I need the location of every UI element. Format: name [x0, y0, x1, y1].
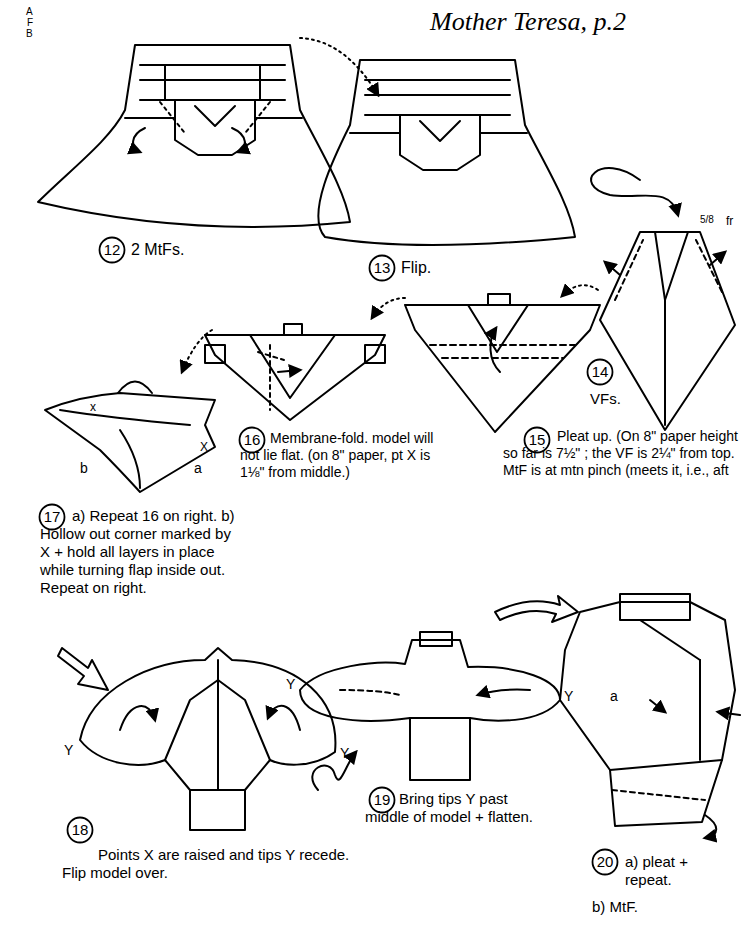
- step-number-circle: 18: [66, 816, 94, 844]
- tip-label: Y: [340, 745, 349, 762]
- step-12-figure: [38, 38, 378, 227]
- step-number: 12: [98, 236, 126, 264]
- tip-label: Y: [564, 688, 573, 705]
- hollow-arrow: [58, 648, 108, 690]
- step-caption: Pleat up. (On 8" paper height so far is …: [503, 428, 739, 478]
- step-number-circle: 12: [98, 236, 126, 264]
- step-caption: Membrane-fold. model will not lie flat. …: [240, 430, 435, 480]
- point-label: X: [200, 440, 208, 454]
- point-label: x: [90, 400, 96, 414]
- step-number: 20: [591, 848, 619, 876]
- step-number-circle: 13: [368, 254, 396, 282]
- page-mark: B: [26, 28, 33, 40]
- page-title: Mother Teresa, p.2: [430, 6, 626, 37]
- tip-label: Y: [286, 676, 295, 693]
- cut-off-text: fr: [726, 214, 733, 228]
- step-number: 18: [66, 816, 94, 844]
- step-15-figure: [405, 294, 600, 432]
- step-18-figure: [80, 648, 335, 830]
- step-caption: a) Repeat 16 on right. b) Hollow out cor…: [40, 507, 235, 597]
- step-caption: 2 MtFs.: [131, 240, 184, 259]
- page-mark: F: [27, 17, 33, 29]
- step-caption: Flip.: [401, 258, 431, 277]
- step-caption: b) MtF.: [592, 898, 638, 916]
- step-20-figure: [560, 594, 740, 838]
- step-caption: Points X are raised and tips Y recede. F…: [62, 846, 352, 882]
- step-number-circle: 20: [591, 848, 619, 876]
- step-13-figure: [318, 60, 575, 245]
- step-caption: VFs.: [590, 390, 621, 408]
- step-number: 13: [368, 254, 396, 282]
- tip-label: Y: [64, 742, 73, 759]
- page-mark: A: [26, 6, 33, 18]
- step-number-circle: 14: [586, 358, 614, 386]
- step-16-figure: [205, 324, 385, 420]
- flap-label: a: [610, 688, 618, 705]
- hollow-arrow: [495, 596, 578, 622]
- step-caption: Bring tips Y past middle of model + flat…: [365, 790, 535, 826]
- flap-label: a: [194, 460, 202, 477]
- step-number: 14: [586, 358, 614, 386]
- step-17-figure: [45, 382, 215, 493]
- flap-label: b: [80, 460, 88, 477]
- fraction-label: 5/8: [700, 214, 714, 226]
- step-19-figure: [300, 632, 560, 780]
- step-caption: a) pleat + repeat.: [625, 853, 737, 889]
